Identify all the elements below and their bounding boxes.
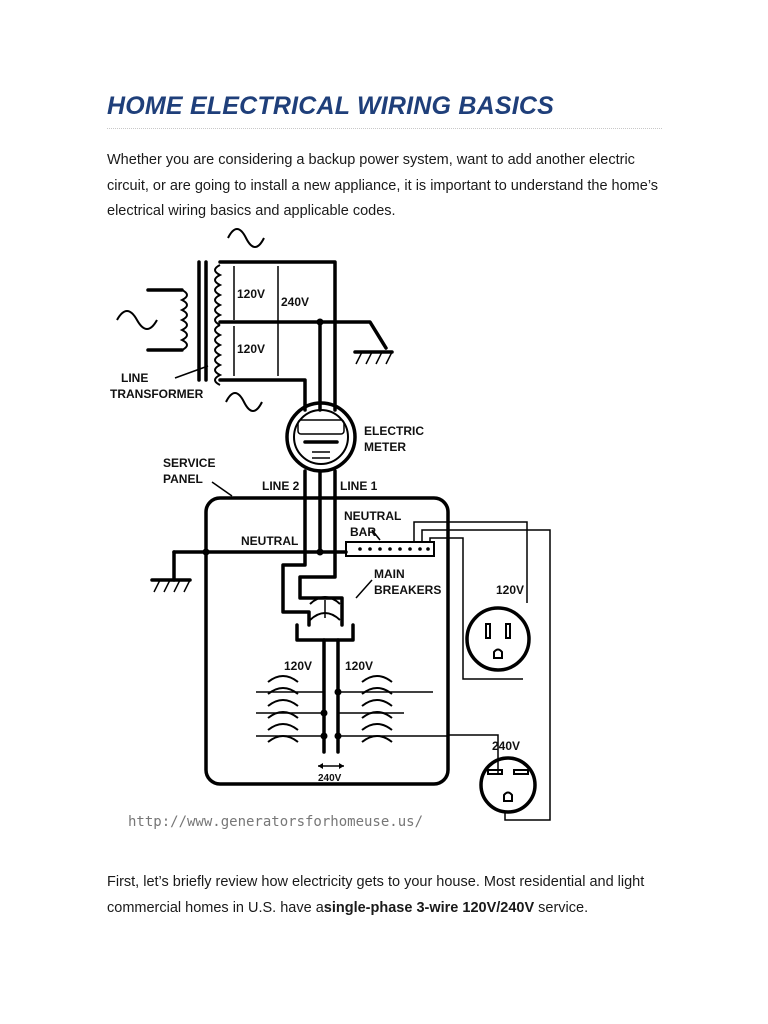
- label-120v-outlet: 120V: [496, 583, 524, 597]
- label-line: LINE: [121, 371, 148, 385]
- sine-wave-top-icon: [227, 228, 265, 248]
- label-neutral-bar-2: BAR: [350, 525, 376, 539]
- outlet-240v-icon: [479, 756, 537, 814]
- label-240v-outlet: 240V: [492, 739, 520, 753]
- para-text-end: service.: [534, 899, 589, 916]
- para-text-bold: single-phase 3-wire 120V/240V: [323, 899, 535, 916]
- body-paragraph: First, let’s briefly review how electric…: [107, 870, 667, 921]
- label-240v-bottom: 240V: [318, 773, 342, 784]
- label-120v-top: 120V: [237, 287, 265, 301]
- branch-breakers-right: [338, 675, 404, 743]
- label-120v-left: 120V: [284, 659, 312, 673]
- label-neutral: NEUTRAL: [241, 534, 298, 548]
- label-breakers: BREAKERS: [374, 583, 441, 597]
- label-meter: METER: [364, 440, 406, 454]
- label-transformer: TRANSFORMER: [110, 387, 204, 401]
- ground-symbol-icon: [353, 350, 394, 365]
- outlet-120v-icon: [465, 606, 531, 672]
- branch-breakers-left: [256, 675, 324, 743]
- title-divider: [107, 128, 662, 129]
- label-line-1: LINE 1: [340, 479, 378, 493]
- service-panel-box: [204, 496, 450, 786]
- main-breakers: [309, 596, 341, 621]
- sine-wave-primary-icon: [116, 310, 158, 330]
- transformer-secondary-winding: [214, 260, 388, 412]
- page-title: HOME ELECTRICAL WIRING BASICS: [107, 92, 555, 120]
- para-text-start: First, let’s briefly review how electric…: [107, 874, 645, 916]
- label-120v-right: 120V: [345, 659, 373, 673]
- label-120v-bottom: 120V: [237, 342, 265, 356]
- electric-meter: [285, 401, 357, 473]
- sine-wave-bottom-icon: [225, 392, 263, 412]
- label-line-2: LINE 2: [262, 479, 300, 493]
- source-url: http://www.generatorsforhomeuse.us/: [128, 814, 423, 830]
- label-electric: ELECTRIC: [364, 424, 424, 438]
- ground-symbol-icon: [150, 550, 192, 593]
- intro-paragraph: Whether you are considering a backup pow…: [107, 152, 659, 219]
- label-main: MAIN: [374, 567, 405, 581]
- label-service: SERVICE: [163, 456, 215, 470]
- label-240v-transformer: 240V: [281, 295, 309, 309]
- label-panel: PANEL: [163, 472, 203, 486]
- neutral-bar: [345, 541, 435, 557]
- label-neutral-bar-1: NEUTRAL: [344, 509, 401, 523]
- transformer-primary-winding: [146, 260, 208, 382]
